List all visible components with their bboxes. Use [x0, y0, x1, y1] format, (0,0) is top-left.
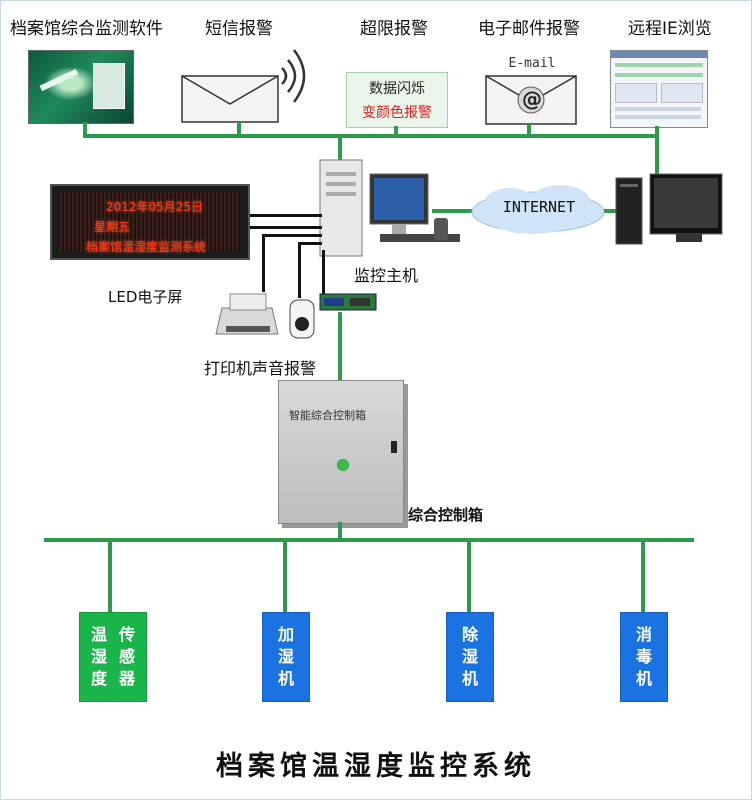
- line-speaker-host: [298, 242, 322, 245]
- software-label: 档案馆综合监测软件: [10, 19, 163, 39]
- speaker-icon: [289, 299, 315, 339]
- line-controlbox-bus: [338, 522, 342, 540]
- drop-sensor-3: [467, 540, 471, 612]
- control-box-label: 综合控制箱: [408, 506, 484, 524]
- drop-email: [527, 124, 531, 136]
- led-date: 2012年05月25日: [106, 200, 204, 214]
- sensor-char: 度: [90, 669, 107, 688]
- drop-sms: [237, 122, 241, 136]
- printer-icon: [215, 293, 279, 335]
- sensor-char: 温: [90, 625, 107, 644]
- internet-label: INTERNET: [502, 198, 576, 216]
- dehumidifier-box: 除 湿 机: [446, 612, 494, 702]
- email-label: E-mail: [508, 56, 556, 71]
- email-at-icon: @: [522, 87, 542, 111]
- control-box-face-text: 智能综合控制箱: [289, 409, 366, 422]
- remote-computer-icon: [615, 173, 723, 245]
- internet-cloud-icon: [471, 185, 605, 234]
- overlimit-box: 数据闪烁 变颜色报警: [346, 72, 448, 128]
- drop-sensor-1: [108, 540, 112, 612]
- sms-alarm-label: 短信报警: [205, 19, 273, 39]
- host-computer-icon: [319, 159, 460, 257]
- line-host-internet: [432, 209, 476, 213]
- drop-sensor-4: [641, 540, 645, 612]
- device-char: 除: [461, 625, 478, 644]
- drop-software: [83, 122, 87, 136]
- remote-ie-screenshot-image: [610, 50, 708, 128]
- led-system-title: 档案馆温湿度监测系统: [86, 240, 207, 254]
- line-led-host-1: [250, 214, 322, 217]
- drop-remote-ie: [655, 126, 659, 136]
- device-char: 湿: [277, 647, 294, 666]
- email-alarm-label: 电子邮件报警: [478, 19, 580, 39]
- drop-sensor-2: [283, 540, 287, 612]
- overlimit-line2: 变颜色报警: [362, 105, 432, 121]
- line-converter-host: [322, 250, 325, 296]
- sensor-char: 传: [119, 625, 136, 644]
- sensor-char: 湿: [90, 647, 107, 666]
- line-host-controlbox: [338, 312, 342, 382]
- line-printer-host: [262, 234, 322, 237]
- device-char: 毒: [635, 647, 652, 666]
- device-char: 机: [461, 669, 478, 688]
- device-char: 加: [277, 625, 294, 644]
- drop-host: [338, 136, 342, 162]
- led-weekday: 星期五: [94, 220, 131, 234]
- device-char: 湿: [461, 647, 478, 666]
- overlimit-line1: 数据闪烁: [369, 81, 425, 97]
- overlimit-alarm-label: 超限报警: [360, 19, 428, 39]
- temp-humidity-sensor-box: 温 湿 度 传 感 器: [79, 612, 147, 702]
- diagram-title: 档案馆温湿度监控系统: [216, 751, 536, 782]
- device-char: 机: [635, 669, 652, 688]
- remote-ie-label: 远程IE浏览: [628, 19, 712, 39]
- software-screenshot-image: [28, 50, 134, 124]
- control-box: 智能综合控制箱: [278, 380, 404, 524]
- led-dot-matrix: [60, 192, 240, 252]
- sterilizer-box: 消 毒 机: [620, 612, 668, 702]
- sensor-char: 感: [119, 647, 136, 666]
- line-led-host-2: [250, 226, 322, 229]
- device-char: 机: [277, 669, 294, 688]
- top-bus-line: [83, 134, 659, 138]
- lock-handle-icon: [391, 441, 397, 453]
- host-label: 监控主机: [354, 266, 419, 285]
- email-envelope-icon: [485, 75, 577, 125]
- line-printer-drop: [262, 234, 265, 292]
- sensor-char: 器: [119, 669, 136, 688]
- signal-converter-icon: [319, 293, 377, 311]
- device-char: 消: [635, 625, 652, 644]
- led-label: LED电子屏: [108, 288, 183, 306]
- line-remote-pc: [655, 136, 659, 180]
- sms-envelope-icon: [181, 49, 306, 123]
- humidifier-box: 加 湿 机: [262, 612, 310, 702]
- line-speaker-drop: [298, 242, 301, 298]
- drop-overlimit: [394, 126, 398, 136]
- led-screen: 2012年05月25日 星期五 档案馆温湿度监测系统: [50, 184, 250, 260]
- indicator-light-icon: [337, 459, 349, 471]
- printer-sound-label: 打印机声音报警: [204, 359, 317, 378]
- line-internet-pc: [600, 209, 620, 213]
- bottom-bus-line: [44, 538, 694, 542]
